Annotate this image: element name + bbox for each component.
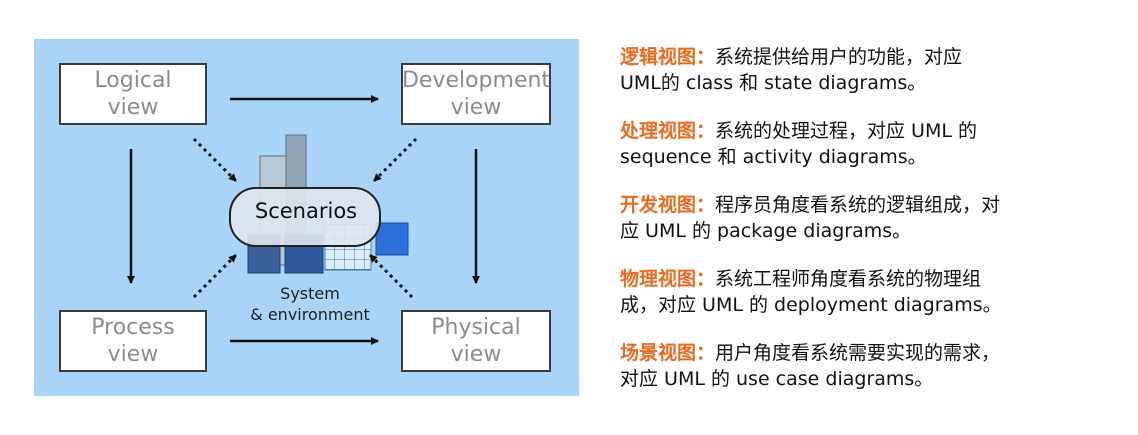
diagram-panel: Logical view Development view Process vi… (34, 39, 579, 396)
description-text: 系统提供给用户的功能，对应 UML的 class 和 state diagram… (620, 46, 963, 94)
description-title: 处理视图： (620, 120, 716, 142)
solid-arrows (127, 95, 480, 345)
diagram-graphics (127, 95, 480, 345)
description-text: 用户角度看系统需要实现的需求， 对应 UML 的 use case diagra… (620, 342, 1001, 390)
scenarios-label: Scenarios (254, 199, 358, 223)
description-text: 程序员角度看系统的逻辑组成，对 应 UML 的 package diagrams… (620, 194, 1001, 242)
process-view-box: Process view (59, 310, 207, 372)
development-view-box: Development view (401, 63, 551, 125)
description-physical-view: 物理视图：系统工程师角度看系统的物理组 成，对应 UML 的 deploymen… (620, 266, 1120, 318)
dotted-arrow-from-physical (368, 253, 414, 299)
dotted-arrow-from-logical (192, 137, 238, 183)
description-process-view: 处理视图：系统的处理过程，对应 UML 的 sequence 和 activit… (620, 118, 1120, 170)
building-cube-right (375, 222, 409, 256)
dotted-arrow-from-process (192, 253, 238, 299)
description-title: 物理视图： (620, 268, 716, 290)
description-text: 系统工程师角度看系统的物理组 成，对应 UML 的 deployment dia… (620, 268, 1002, 316)
dotted-arrows (192, 137, 418, 299)
description-title: 开发视图： (620, 194, 716, 216)
description-title: 场景视图： (620, 342, 716, 364)
description-text: 系统的处理过程，对应 UML 的 sequence 和 activity dia… (620, 120, 977, 168)
scenarios-bubble (229, 187, 381, 247)
description-development-view: 开发视图：程序员角度看系统的逻辑组成，对 应 UML 的 package dia… (620, 192, 1120, 244)
description-logical-view: 逻辑视图：系统提供给用户的功能，对应 UML的 class 和 state di… (620, 44, 1120, 96)
description-scenario-view: 场景视图：用户角度看系统需要实现的需求， 对应 UML 的 use case d… (620, 340, 1120, 392)
view-description-list: 逻辑视图：系统提供给用户的功能，对应 UML的 class 和 state di… (620, 44, 1120, 414)
system-environment-label: System & environment (250, 284, 370, 324)
physical-view-box: Physical view (401, 310, 551, 372)
logical-view-box: Logical view (59, 63, 207, 125)
dotted-arrow-from-development (372, 137, 418, 183)
description-title: 逻辑视图： (620, 46, 716, 68)
